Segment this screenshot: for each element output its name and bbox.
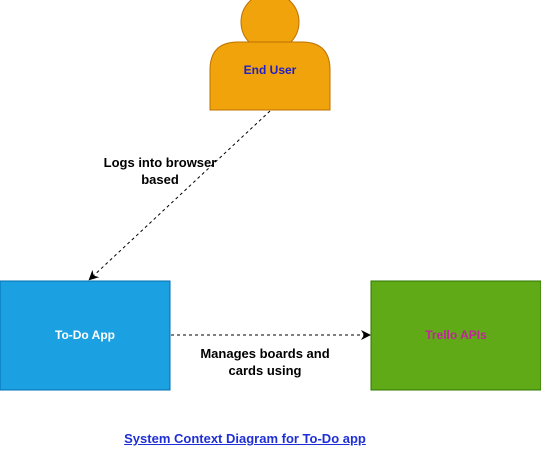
end-user-label: End User	[243, 63, 297, 77]
todo-app-node[interactable]	[0, 280, 171, 391]
edge-user-to-todo	[88, 110, 271, 281]
end-user-node[interactable]	[209, 0, 331, 111]
edge-user-to-todo-label: Logs into browser based	[103, 155, 217, 187]
diagram-caption-link[interactable]: System Context Diagram for To-Do app	[124, 431, 366, 446]
edge-todo-to-trello-label: Manages boards and cards using	[200, 346, 330, 378]
todo-app-label: To-Do App	[55, 328, 115, 342]
trello-apis-label: Trello APIs	[425, 328, 487, 342]
trello-apis-node[interactable]	[370, 280, 541, 391]
end-user-body	[209, 41, 331, 111]
